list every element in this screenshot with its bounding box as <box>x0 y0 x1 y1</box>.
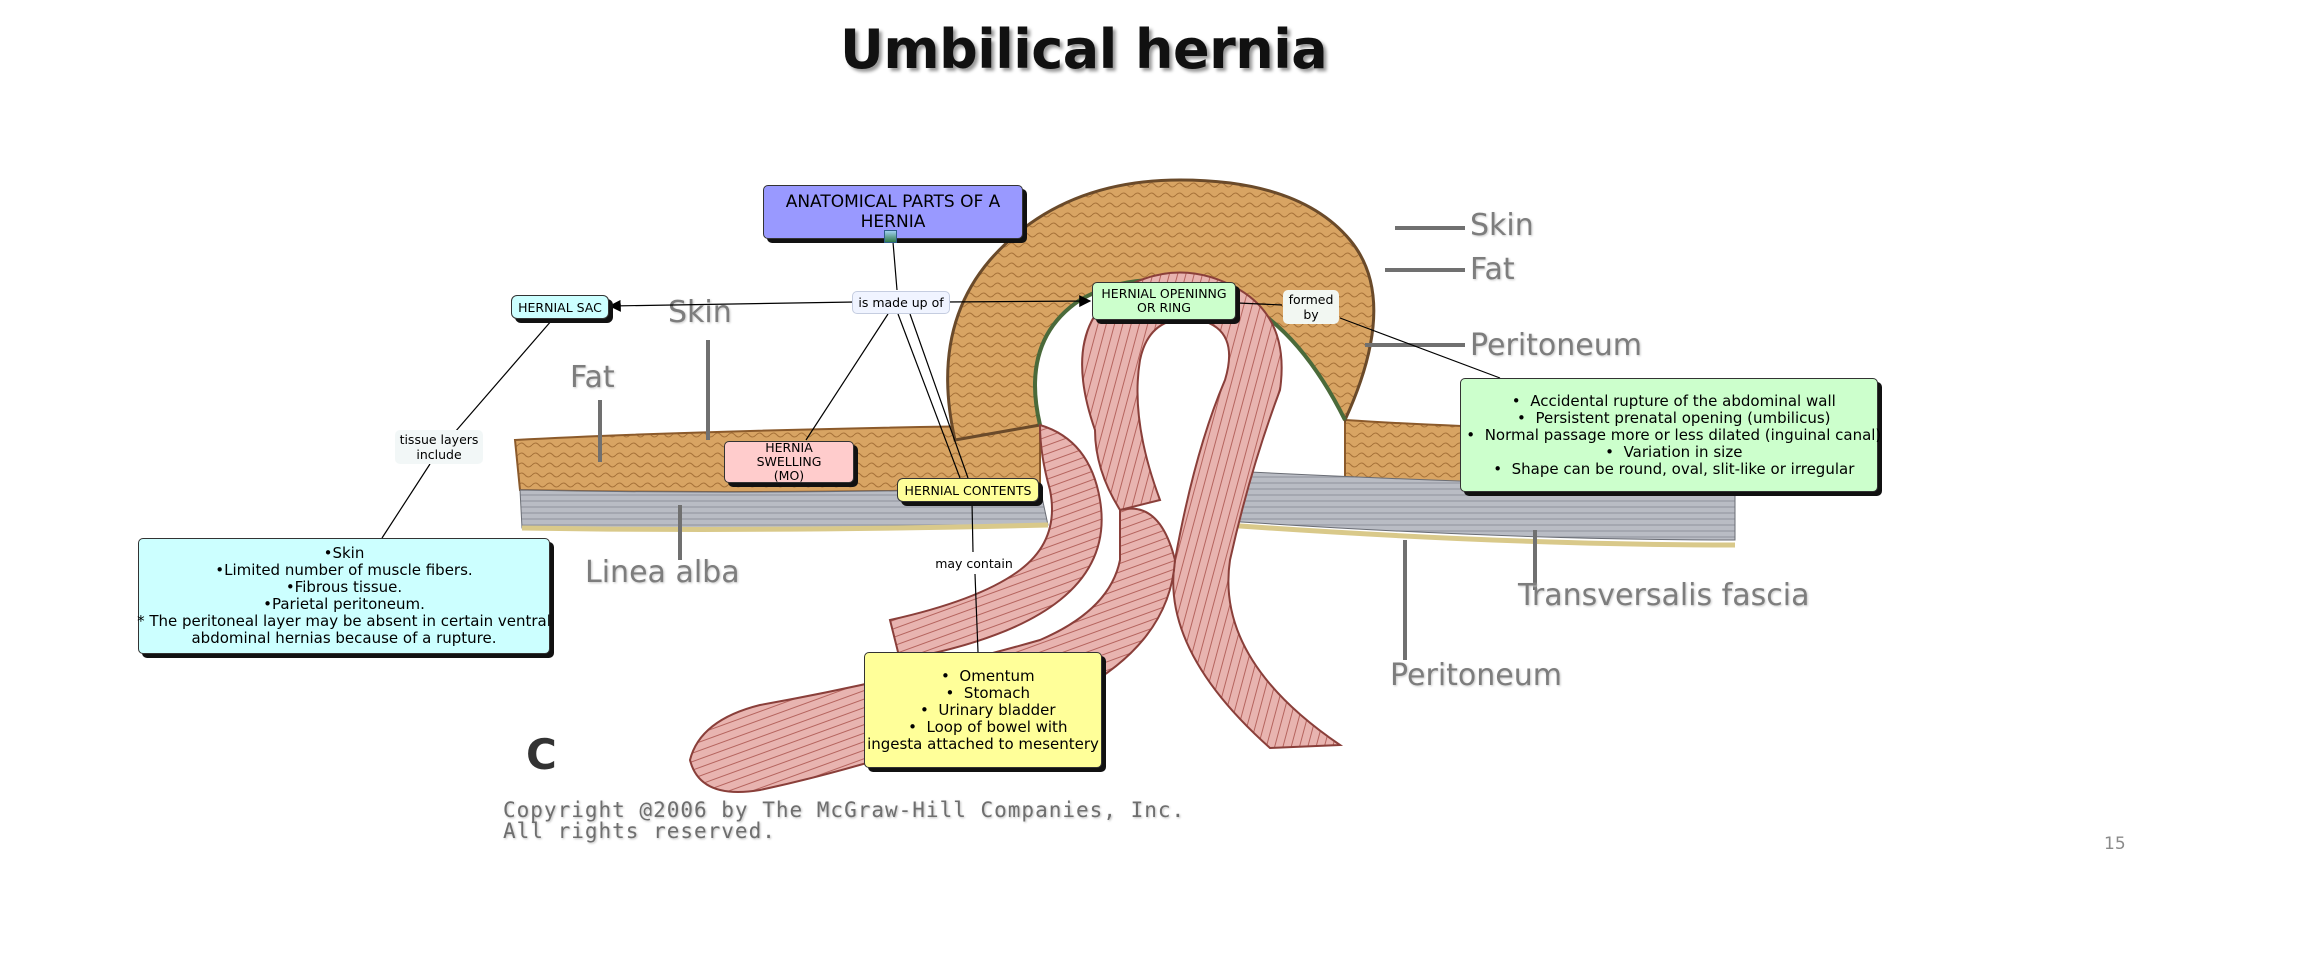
link-is-made-up-of-text: is made up of <box>858 295 944 310</box>
node-hernial-contents-text: HERNIAL CONTENTS <box>904 482 1032 498</box>
connector-formed-to-causes <box>1339 317 1501 379</box>
bowel-limb-lower <box>688 507 1177 793</box>
copyright-line-1: Copyright @2006 by The McGraw-Hill Compa… <box>503 798 1186 822</box>
root-node-line-1: ANATOMICAL PARTS OF A <box>785 192 1001 212</box>
opening-cause-text: Accidental rupture of the abdominal wall <box>1530 391 1836 410</box>
opening-cause-item: •Normal passage more or less dilated (in… <box>1466 425 1882 444</box>
node-hernial-opening[interactable]: HERNIAL OPENINNG OR RING <box>1092 282 1236 320</box>
left-fascia-line <box>521 522 1049 532</box>
contents-item-text: Loop of bowel with <box>926 717 1068 736</box>
connector-link-to-swelling <box>805 313 889 441</box>
copyright-notice: Copyright @2006 by The McGraw-Hill Compa… <box>503 800 1433 842</box>
sac-layer-line: •Skin <box>323 544 365 562</box>
connector-link-to-opening <box>944 295 1092 308</box>
connector-root-to-link <box>892 241 898 291</box>
slide-title: Umbilical hernia <box>840 18 1328 81</box>
copyright-line-2: All rights reserved. <box>503 819 776 843</box>
connector-tissue-to-layers <box>381 463 431 539</box>
connector-link-to-contents <box>897 313 961 479</box>
node-hernia-swelling-line-2: (MO) <box>773 468 805 483</box>
node-hernial-opening-line-2: OR RING <box>1137 300 1191 315</box>
label-linea-alba: Linea alba <box>585 555 740 590</box>
node-hernial-contents[interactable]: HERNIAL CONTENTS <box>897 478 1039 502</box>
sac-layer-line: abdominal hernias because of a rupture. <box>191 629 497 647</box>
opening-cause-item: •Persistent prenatal opening (umbilicus) <box>1517 408 1831 427</box>
label-peritoneum-bottom: Peritoneum <box>1390 658 1562 693</box>
contents-item-text: Omentum <box>959 666 1035 685</box>
opening-cause-text: Shape can be round, oval, slit-like or i… <box>1511 459 1855 478</box>
node-hernial-sac[interactable]: HERNIAL SAC <box>511 295 609 319</box>
node-opening-causes-list[interactable]: •Accidental rupture of the abdominal wal… <box>1460 378 1881 492</box>
panel-letter: C <box>526 730 557 779</box>
opening-cause-text: Variation in size <box>1623 442 1743 461</box>
node-hernial-opening-line-1: HERNIAL OPENINNG <box>1101 286 1227 301</box>
link-formed-by[interactable]: formed by <box>1283 290 1339 324</box>
contents-item: •Omentum <box>940 666 1035 685</box>
contents-item: •Loop of bowel with <box>908 717 1068 736</box>
link-is-made-up-of[interactable]: is made up of <box>852 291 950 314</box>
opening-cause-text: Persistent prenatal opening (umbilicus) <box>1535 408 1831 427</box>
link-may-contain-text: may contain <box>935 555 1013 571</box>
opening-cause-item: •Variation in size <box>1605 442 1743 461</box>
link-tissue-layers-include[interactable]: tissue layers include <box>395 430 483 464</box>
connector-contents-to-may <box>971 501 974 553</box>
link-formed-by-line-1: formed <box>1288 292 1334 307</box>
contents-item-continuation: ingesta attached to mesentery <box>867 734 1099 753</box>
sac-layer-line: •Parietal peritoneum. <box>263 595 425 613</box>
link-tissue-layers-line-1: tissue layers <box>399 432 479 447</box>
label-skin-left: Skin <box>668 295 732 330</box>
link-tissue-layers-line-2: include <box>416 447 462 462</box>
node-sac-layers-list[interactable]: •Skin •Limited number of muscle fibers. … <box>137 538 551 654</box>
opening-cause-item: •Shape can be round, oval, slit-like or … <box>1493 459 1855 478</box>
sac-layer-line: * The peritoneal layer may be absent in … <box>137 612 551 630</box>
link-formed-by-line-2: by <box>1303 307 1319 322</box>
root-node-line-2: HERNIA <box>860 212 926 232</box>
contents-item-text: Stomach <box>963 683 1031 702</box>
label-skin-right: Skin <box>1470 208 1534 243</box>
label-transversalis-fascia: Transversalis fascia <box>1518 578 1810 613</box>
opening-cause-text: Normal passage more or less dilated (ing… <box>1484 425 1882 444</box>
node-hernia-swelling[interactable]: HERNIA SWELLING (MO) <box>724 441 854 483</box>
connector-link-to-sac <box>608 299 856 312</box>
connector-may-to-list <box>974 573 979 653</box>
connector-link-to-contents-2 <box>909 313 969 479</box>
right-fascia-line <box>1211 521 1736 548</box>
sac-layer-line: •Fibrous tissue. <box>285 578 403 596</box>
link-may-contain[interactable]: may contain <box>924 552 1024 574</box>
label-fat-left: Fat <box>570 360 615 395</box>
node-contents-list[interactable]: •Omentum •Stomach •Urinary bladder •Loop… <box>864 652 1102 768</box>
contents-item-text: Urinary bladder <box>938 700 1056 719</box>
opening-cause-item: •Accidental rupture of the abdominal wal… <box>1511 391 1836 410</box>
image-attachment-icon[interactable] <box>884 230 897 243</box>
connector-opening-to-formed <box>1237 302 1283 306</box>
page-number: 15 <box>2104 834 2126 854</box>
contents-item: •Stomach <box>945 683 1031 702</box>
node-hernia-swelling-line-1: HERNIA SWELLING <box>756 440 822 469</box>
label-fat-right: Fat <box>1470 252 1515 287</box>
contents-item: •Urinary bladder <box>919 700 1056 719</box>
node-hernial-sac-text: HERNIAL SAC <box>518 299 602 315</box>
label-peritoneum-right: Peritoneum <box>1470 328 1642 363</box>
connector-sac-to-tissue <box>454 319 553 433</box>
sac-layer-line: •Limited number of muscle fibers. <box>215 561 473 579</box>
